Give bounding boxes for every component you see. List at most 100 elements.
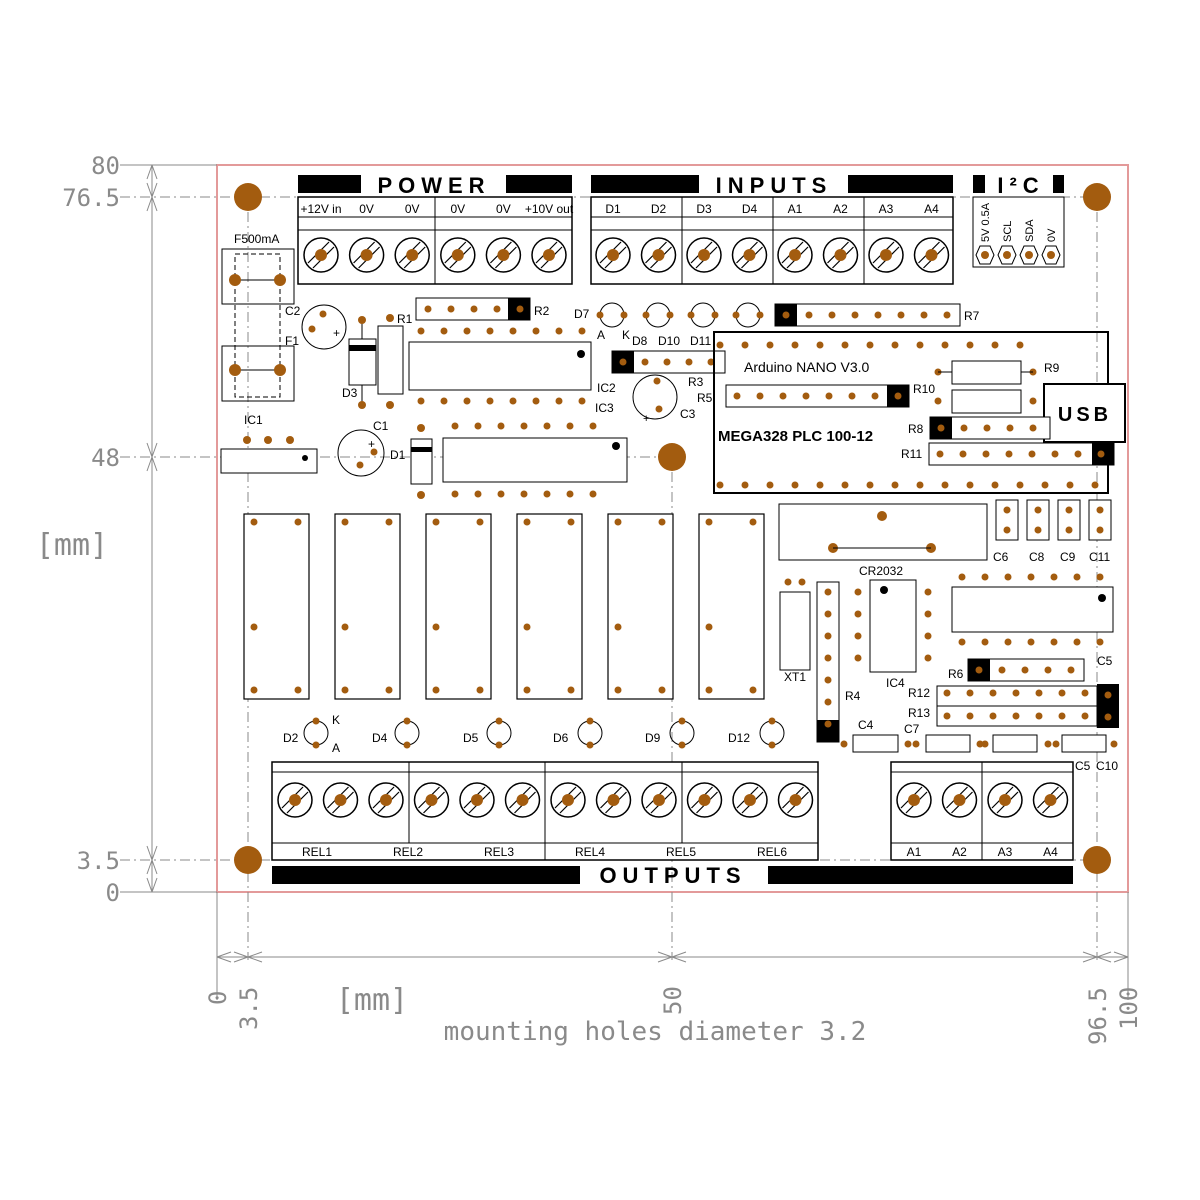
pad (779, 392, 787, 400)
led-group-bottom (303, 717, 785, 749)
usb-label: USB (1058, 404, 1112, 426)
pad (1058, 689, 1066, 697)
resistor-network-r7: R7 (774, 303, 980, 327)
pad (440, 327, 448, 335)
d4-label: D4 (372, 731, 388, 745)
pad (916, 481, 924, 489)
dimension-lines (120, 164, 1129, 1000)
svg-text:+: + (333, 326, 340, 340)
pad (1034, 526, 1042, 534)
fuse-holder: F500mA F1 (221, 232, 299, 402)
r4-label: R4 (845, 689, 861, 703)
i2c-title: I²C (997, 173, 1044, 198)
pad (509, 327, 517, 335)
terminal-label: REL5 (666, 845, 696, 859)
pad (966, 481, 974, 489)
x-label-96-5: 96.5 (1084, 987, 1112, 1045)
pad (543, 422, 551, 430)
relay (516, 513, 583, 700)
pad (941, 481, 949, 489)
pad (463, 327, 471, 335)
ic1-label: IC1 (244, 413, 263, 427)
i2c-pin-label: SCL (1002, 221, 1014, 242)
c10-label: C10 (1096, 759, 1118, 773)
outputs-title: OUTPUTS (599, 863, 746, 888)
pad (1050, 638, 1058, 646)
pad (824, 676, 832, 684)
pad (341, 518, 349, 526)
pad (1003, 506, 1011, 514)
resistor-network-r2: R2 (415, 297, 550, 321)
pad (658, 686, 666, 694)
terminal-label: A3 (879, 202, 894, 216)
c8-label: C8 (1029, 550, 1045, 564)
usb-connector (1043, 383, 1126, 443)
d8-label: D8 (632, 334, 648, 348)
pad (936, 450, 944, 458)
pad (432, 686, 440, 694)
pad (566, 490, 574, 498)
pad (567, 518, 575, 526)
small-capacitor (995, 499, 1019, 541)
d9-label: D9 (645, 731, 661, 745)
terminal-screw (413, 782, 450, 818)
ic4-label: IC4 (886, 676, 905, 690)
pad (791, 481, 799, 489)
pad (924, 632, 932, 640)
pad (824, 610, 832, 618)
terminal-screw (822, 237, 859, 273)
resistor-network-r10: R10 (725, 382, 935, 408)
pad (705, 686, 713, 694)
d2-label: D2 (283, 731, 299, 745)
pad (555, 397, 563, 405)
terminal-label: A4 (924, 202, 939, 216)
pad (1096, 638, 1104, 646)
pad (403, 717, 411, 725)
power-header: POWER (298, 173, 572, 198)
d2-anode-label: A (332, 741, 340, 755)
pad (516, 305, 524, 313)
ic-ic2: IC2 IC3 (408, 327, 616, 415)
c5-label-top: C5 (1097, 654, 1113, 668)
x-unit-label: [mm] (336, 983, 408, 1018)
pad (841, 481, 849, 489)
r9-label: R9 (1044, 361, 1060, 375)
resistor-r9: R9 (934, 360, 1060, 385)
pad (470, 305, 478, 313)
pad (614, 686, 622, 694)
terminal-screw (303, 237, 339, 273)
y-unit-label: [mm] (36, 528, 108, 563)
mounting-hole (1083, 846, 1111, 874)
board-name-label: MEGA328 PLC 100-12 (718, 428, 873, 445)
pad (975, 666, 983, 674)
ic-right (951, 573, 1114, 646)
pad (1074, 450, 1082, 458)
resistor-network-r3: R3 R5 (611, 350, 726, 405)
c4-label: C4 (858, 718, 874, 732)
y-label-0: 0 (106, 879, 120, 907)
pad (982, 450, 990, 458)
terminal-screw (348, 237, 385, 273)
pad (417, 397, 425, 405)
capacitor-c2: + C2 (285, 304, 347, 350)
pad (824, 632, 832, 640)
pad (509, 397, 517, 405)
pad (983, 424, 991, 432)
pad (1096, 573, 1104, 581)
pad (474, 490, 482, 498)
led-group-top: D7 A K D8 D10 D11 (574, 302, 764, 348)
terminal-screw (777, 237, 813, 273)
dimension-labels: 80 76.5 48 3.5 0 [mm] 0 3.5 50 96.5 100 … (36, 152, 1143, 1047)
pad (707, 358, 715, 366)
pad (966, 689, 974, 697)
pad (596, 311, 604, 319)
c1-label: C1 (373, 419, 389, 433)
pad (1067, 666, 1075, 674)
pad (532, 327, 540, 335)
mounting-hole (234, 183, 262, 211)
pad (1012, 712, 1020, 720)
